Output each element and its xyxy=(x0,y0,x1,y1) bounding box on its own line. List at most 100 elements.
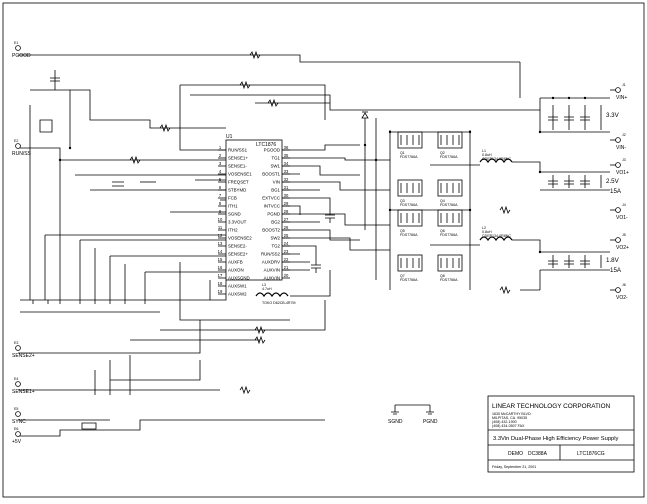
connector-name: VO2- xyxy=(616,295,628,301)
mosfet-ref: Q4 xyxy=(440,199,445,203)
inductor-l2-value: 0.8uH xyxy=(482,230,492,234)
ic-pin-number: 26 xyxy=(284,225,289,230)
title-block: LINEAR TECHNOLOGY CORPORATION 1630 McCAR… xyxy=(487,395,635,473)
inductor-l2-part: CDEP134-0R8NC xyxy=(482,234,511,238)
mosfet-ref: Q1 xyxy=(400,151,405,155)
ic-pin-number: 30 xyxy=(284,193,289,198)
connector-ref: E6 xyxy=(14,427,18,431)
rail-1v8-voltage: 1.8V xyxy=(606,257,620,264)
ic-pin-number: 5 xyxy=(219,177,222,182)
ic-pin-number: 28 xyxy=(284,209,289,214)
connector-ref: E5 xyxy=(14,407,18,411)
rail-2v5-current: 15A xyxy=(610,188,622,195)
ic-pin-number: 20 xyxy=(284,273,289,278)
connector-name: SYNC xyxy=(12,419,26,425)
ic-pin-number: 32 xyxy=(284,177,289,182)
inductor-l1-coil xyxy=(479,158,513,164)
ic-pin-number: 29 xyxy=(284,201,289,206)
boost-diode-d1 xyxy=(361,111,369,119)
inductor-l3-value: 4.7uH xyxy=(262,287,272,291)
ic-pin-number: 25 xyxy=(284,233,289,238)
ic-pin-name: FCB xyxy=(228,196,237,201)
ic-pin-number: 2 xyxy=(219,153,222,158)
ic-pin-name: SW1 xyxy=(270,164,280,169)
connector-name: PGOOD xyxy=(12,53,31,59)
ic-pin-number: 17 xyxy=(218,273,223,278)
mosfet-ref: Q2 xyxy=(440,151,445,155)
ic-pin-name: AUXSW1 xyxy=(228,284,247,289)
ic-pin-number: 11 xyxy=(218,225,223,230)
ic-pin-number: 19 xyxy=(218,289,223,294)
sheet-date: Friday, September 21, 2001 xyxy=(492,465,536,469)
ic-pin-number: 6 xyxy=(219,185,222,190)
ic-pin-number: 34 xyxy=(284,161,289,166)
rail-1v8-current: 15A xyxy=(610,267,622,274)
ic-pin-name: RUN/SS2 xyxy=(261,252,281,257)
ic-pin-name: SENSE2- xyxy=(228,244,247,249)
connector-ref: E2 xyxy=(14,139,18,143)
connector-name: SENSE1+ xyxy=(12,389,35,395)
mosfet-ref: Q5 xyxy=(400,229,405,233)
connector-name: VIN- xyxy=(616,145,626,151)
ic-pin-name: 3.3VOUT xyxy=(228,220,247,225)
connector-ref: J6 xyxy=(622,283,626,287)
sheet-title: 3.3Vin Dual-Phase High Efficiency Power … xyxy=(493,436,619,442)
ic-pin-name: AUXDRV xyxy=(262,260,280,265)
part-number: LTC1876CG xyxy=(577,451,605,457)
sheet-border xyxy=(2,2,645,498)
ic-pin-number: 24 xyxy=(284,241,289,246)
ic-pin-number: 7 xyxy=(219,193,222,198)
ic-pin-name: INTVCC xyxy=(264,204,280,209)
mosfet-ref: Q6 xyxy=(440,229,445,233)
connector-ref: E4 xyxy=(14,377,18,381)
ic-pin-number: 33 xyxy=(284,169,289,174)
connector-name: RUN/SS xyxy=(12,151,32,157)
ic-pin-name: AUXON xyxy=(228,268,244,273)
ic-pin-name: AUXVIN xyxy=(264,276,280,281)
inductors: L1 0.8uH CDEP134-0R8NC L2 0.8uH CDEP134-… xyxy=(255,149,513,305)
ic-body xyxy=(225,139,283,281)
ic-part: LTC1876 xyxy=(256,142,276,148)
ic-pin-name: AUXSGND xyxy=(228,276,250,281)
mosfet-part: FDS7766A xyxy=(400,278,418,282)
ic-pin-number: 12 xyxy=(218,233,223,238)
ic-pin-number: 35 xyxy=(284,153,289,158)
ic-pin-number: 27 xyxy=(284,217,289,222)
ground-labels: SGND PGND xyxy=(388,419,438,425)
rail-2v5-voltage: 2.5V xyxy=(606,178,620,185)
connectors: E1PGOODE2RUN/SSE3SENSE2+E4SENSE1+E5SYNCE… xyxy=(12,41,629,445)
mosfet-part: FDS7766A xyxy=(400,203,418,207)
rail-3v3-voltage: 3.3V xyxy=(606,112,620,119)
inductor-l2-ref: L2 xyxy=(482,226,486,230)
ic-pin-name: BOOST2 xyxy=(262,228,280,233)
connector-ref: J2 xyxy=(622,133,626,137)
connector--5v: E6+5V xyxy=(12,427,22,445)
ic-pin-number: 3 xyxy=(219,161,222,166)
connector-ref: E1 xyxy=(14,41,18,45)
address-line-2: MILPITAS, CA. 95035 xyxy=(492,416,527,420)
ic-pin-name: SENSE1+ xyxy=(228,156,248,161)
ic-pin-number: 9 xyxy=(219,209,222,214)
ic-pin-name: PGND xyxy=(267,212,280,217)
inductor-l1-part: CDEP134-0R8NC xyxy=(482,157,511,161)
connector-name: VIN+ xyxy=(616,95,627,101)
ic-pin-name: AUXSW2 xyxy=(228,292,247,297)
sgnd-label: SGND xyxy=(388,419,403,425)
ic-pin-name: TG2 xyxy=(271,244,280,249)
ic-pin-name: ITH1 xyxy=(228,204,238,209)
